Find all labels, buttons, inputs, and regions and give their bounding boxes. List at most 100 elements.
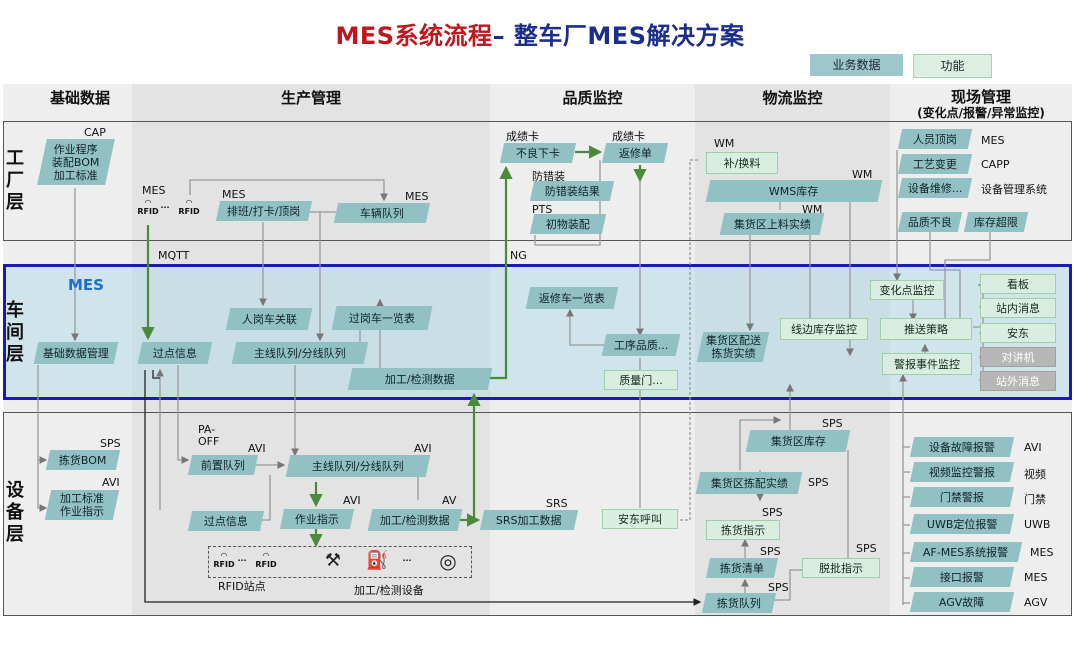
pass-info: 过点信息 — [137, 342, 213, 364]
repair-list: 返修车一览表 — [525, 287, 619, 309]
label-wm-1: WM — [714, 137, 735, 150]
label-sps-5: SPS — [856, 542, 877, 555]
alarm-item: 接口报警 — [909, 567, 1015, 587]
quality-defect: 品质不良 — [897, 212, 963, 232]
craft-change-text: 工艺变更 — [913, 157, 957, 171]
pick-list-text: 拣货清单 — [720, 561, 764, 575]
staff-cover: 人员顶岗 — [897, 129, 973, 149]
alarm-monitor: 警报事件监控 — [882, 353, 972, 375]
maintenance: 设备维修... — [897, 178, 973, 198]
schedule-text: 排班/打卡/顶岗 — [227, 204, 301, 218]
layer-workshop: 车 间 层 — [6, 300, 24, 365]
label-mes-rfid: MES — [142, 184, 166, 197]
title-red: MES系统流程 — [335, 22, 493, 50]
row-label-column — [3, 84, 28, 616]
label-avi-1: AVI — [248, 442, 266, 455]
feed-record-text: 集货区上料实绩 — [733, 217, 811, 231]
label-avi-2: AVI — [414, 442, 432, 455]
srs-data: SRS加工数据 — [479, 510, 579, 530]
base-data-mgmt-text: 基础数据管理 — [43, 346, 109, 360]
ellipsis-icon: ··· — [160, 203, 170, 212]
proc-standard: 加工标准 作业指示 — [44, 490, 120, 520]
pick-queue-text: 拣货队列 — [717, 596, 761, 610]
alarm-item: 门禁警报 — [909, 487, 1015, 507]
label-mes-queue: MES — [405, 190, 429, 203]
ellipsis-icon: ··· — [402, 556, 412, 565]
wms-stock-text: WMS库存 — [769, 184, 819, 198]
craft-change: 工艺变更 — [897, 154, 973, 174]
pass-info-2: 过点信息 — [187, 511, 265, 531]
pick-bom: 拣货BOM — [45, 450, 121, 470]
alarm-source: 门禁 — [1024, 493, 1046, 506]
initial-assembly: 初物装配 — [529, 214, 607, 234]
alarm-name: 视频监控警报 — [929, 465, 995, 479]
pick-list: 拣货清单 — [705, 558, 779, 578]
rfid-label-2: RFID — [178, 207, 200, 216]
line-stock-monitor: 线边库存监控 — [780, 318, 868, 340]
stock-area: 集货区库存 — [745, 430, 851, 452]
work-instruction-text: 作业指示 — [295, 512, 339, 526]
msg-in-text: 站内消息 — [996, 302, 1040, 315]
alarm-name: 设备故障报警 — [929, 440, 995, 454]
board-text: 看板 — [1007, 278, 1029, 291]
label-avi-3: AVI — [343, 494, 361, 507]
feed-record: 集货区上料实绩 — [719, 213, 825, 235]
msg-in: 站内消息 — [980, 298, 1056, 318]
alarm-source: AGV — [1024, 596, 1048, 609]
alarm-source: 视频 — [1024, 468, 1046, 481]
label-cap: CAP — [84, 126, 106, 139]
wms-stock: WMS库存 — [705, 180, 883, 202]
layer-equipment: 设 备 层 — [6, 480, 24, 545]
pick-queue: 拣货队列 — [701, 593, 777, 613]
intercom: 对讲机 — [980, 347, 1056, 367]
repair-list-text: 返修车一览表 — [539, 291, 605, 305]
label-avi-base: AVI — [102, 476, 120, 489]
header-prod: 生产管理 — [280, 89, 341, 107]
label-sps-4: SPS — [760, 545, 781, 558]
alarm-item: 视频监控警报 — [909, 462, 1015, 482]
label-eq-mgmt: 设备管理系统 — [981, 183, 1047, 196]
proc-standard-text: 加工标准 作业指示 — [60, 492, 104, 518]
fuel-icon: ⛽ — [366, 550, 389, 571]
header-site-title: 现场管理 — [950, 88, 1011, 106]
initial-assembly-text: 初物装配 — [546, 217, 590, 231]
mainline-queue-2: 主线队列/分线队列 — [285, 455, 431, 477]
quality-gate-text: 质量门... — [619, 374, 663, 387]
split-instruction-text: 脱批指示 — [819, 562, 863, 575]
base-data-mgmt: 基础数据管理 — [33, 342, 119, 364]
refill-box: 补/换料 — [706, 152, 778, 174]
ellipsis-icon: ··· — [237, 556, 247, 565]
rfid-icon: ◠RFID — [137, 198, 159, 216]
pass-info-text: 过点信息 — [153, 346, 197, 360]
label-sps-1: SPS — [822, 417, 843, 430]
board: 看板 — [980, 274, 1056, 294]
alarm-list: 设备故障报警 AVI 视频监控警报 视频 门禁警报 门禁 UWB定位报警 UWB… — [909, 437, 1070, 617]
label-wm-2: WM — [852, 168, 873, 181]
repair-order-text: 返修单 — [618, 146, 652, 160]
label-sps-base: SPS — [100, 437, 121, 450]
pick-result: 集货区拣配实绩 — [695, 472, 803, 494]
label-card-1: 成绩卡 — [506, 130, 539, 143]
alarm-item: 设备故障报警 — [909, 437, 1015, 457]
drill-icon: ⚒ — [324, 550, 342, 571]
label-sps-2: SPS — [808, 476, 829, 489]
mes-band-label: MES — [68, 276, 104, 294]
push-strategy-text: 推送策略 — [904, 323, 948, 336]
andon: 安东 — [980, 323, 1056, 343]
layer-factory: 工 厂 层 — [6, 148, 24, 213]
alarm-source: MES — [1024, 571, 1048, 584]
label-srs: SRS — [546, 497, 568, 510]
line-stock-monitor-text: 线边库存监控 — [791, 323, 857, 336]
alarm-monitor-text: 警报事件监控 — [894, 358, 960, 371]
mainline-queue-text: 主线队列/分线队列 — [254, 346, 346, 360]
alarm-name: AF-MES系统报警 — [923, 545, 1009, 559]
title-blue: – 整车厂MES解决方案 — [492, 22, 745, 50]
front-queue: 前置队列 — [187, 455, 259, 475]
label-fool: 防错装 — [532, 170, 565, 183]
alarm-item: AF-MES系统报警 — [909, 542, 1023, 562]
pick-result-text: 集货区拣配实绩 — [710, 476, 788, 490]
quality-gate: 质量门... — [604, 370, 678, 390]
repair-order: 返修单 — [601, 143, 669, 163]
proc-data-2-text: 加工/检测数据 — [380, 513, 450, 527]
proc-data-text: 加工/检测数据 — [385, 372, 455, 386]
